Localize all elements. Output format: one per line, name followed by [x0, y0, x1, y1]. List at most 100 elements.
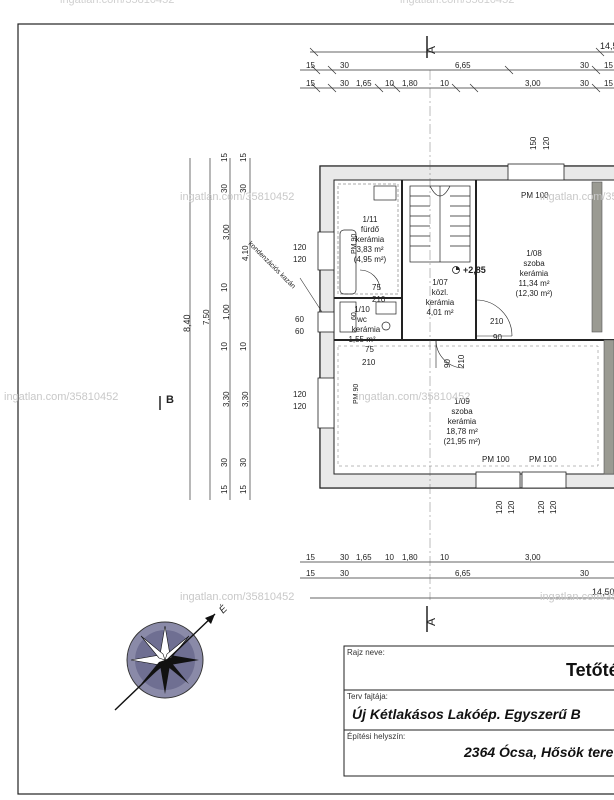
room-1-07-id: 1/07	[432, 278, 448, 287]
dim-row2-7: 30	[580, 79, 589, 88]
window-label-left-3: 60	[351, 312, 358, 320]
window-label-left-1: PM 90	[351, 234, 358, 254]
section-b-label: B	[166, 394, 174, 406]
dim-row1-1: 30	[340, 61, 349, 70]
dim-left-col4-1: 30	[239, 458, 248, 467]
room-1-09-area2: (21,95 m²)	[444, 437, 481, 446]
dim-left-col3-0: 15	[220, 485, 229, 494]
watermark-top-right: ingatlan.com/35810452	[400, 0, 515, 6]
dim-row2-4: 1,80	[402, 79, 418, 88]
opening-label-15: 210	[457, 354, 466, 368]
building-walls	[317, 163, 614, 489]
room-1-11-id: 1/11	[363, 215, 379, 224]
dim-row1-3: 30	[580, 61, 589, 70]
opening-label-0: 120	[293, 243, 307, 252]
room-1-09: 1/09 szoba kerámia 18,78 m² (21,95 m²)	[444, 397, 481, 446]
opening-label-5: 120	[293, 402, 307, 411]
dim-left-col3-5: 10	[220, 342, 229, 351]
watermark-5: ingatlan.com/35810452	[180, 591, 294, 603]
left-dimension-lines	[189, 158, 251, 500]
room-1-11-floor: kerámia	[356, 235, 385, 244]
room-1-10: 1/10 wc kerámia 1,55 m²	[348, 305, 380, 344]
window-label-top: PM 100	[521, 191, 549, 200]
dim-row1-0: 15	[306, 61, 315, 70]
bottom-window-dim-2: 120	[537, 500, 546, 514]
opening-label-14: 90	[443, 359, 452, 368]
svg-text:É: É	[216, 602, 230, 616]
title-block-site-label: Építési helyszín:	[347, 732, 406, 741]
dim-row2-2: 1,65	[356, 79, 372, 88]
dim-left-col4-4: 3,30	[241, 391, 250, 407]
dim-bottom-row1-3: 30	[580, 569, 589, 578]
dim-row2-6: 3,00	[525, 79, 541, 88]
dim-bottom-row2-2: 1,65	[356, 553, 372, 562]
room-1-10-id: 1/10	[354, 305, 370, 314]
dim-row1-4: 15	[604, 61, 613, 70]
watermark-4: ingatlan.com/35810452	[356, 391, 470, 403]
opening-label-11: 210	[372, 295, 386, 304]
dim-left-col3-6: 3,30	[222, 391, 231, 407]
room-1-11-area2: (4,95 m²)	[354, 255, 387, 264]
dim-left-col3-1: 30	[220, 458, 229, 467]
window-label-left-2: PM 90	[353, 384, 360, 404]
dim-row2: 15 30 1,65 10 1,80 10 3,00 30 15	[306, 79, 613, 88]
room-1-09-id: 1/09	[454, 397, 470, 406]
dim-row2-8: 15	[604, 79, 613, 88]
watermark-top-left: ingatlan.com/35810452	[60, 0, 175, 6]
room-1-10-floor: kerámia	[352, 325, 381, 334]
dim-left-col4-6: 15	[239, 153, 248, 162]
opening-label-12: 75	[365, 345, 374, 354]
watermark-3: ingatlan.com/35810452	[4, 391, 118, 403]
dim-bottom-row1-1: 30	[340, 569, 349, 578]
top-dimension-lines	[300, 47, 614, 93]
dim-bottom-row2-5: 10	[440, 553, 449, 562]
opening-label-6: 150	[529, 136, 538, 150]
bottom-dimension-lines	[300, 561, 614, 599]
dim-bottom-row2-3: 10	[385, 553, 394, 562]
room-1-11: 1/11 fürdő kerámia 3,83 m² (4,95 m²)	[354, 215, 387, 264]
boiler-leader	[299, 277, 323, 313]
opening-label-9: 210	[490, 317, 504, 326]
dim-row2-0: 15	[306, 79, 315, 88]
dim-bottom-row2-6: 3,00	[525, 553, 541, 562]
title-block-drawing-name: Tetőté	[566, 660, 614, 680]
bottom-window-dims: 120 120 120 120	[495, 500, 558, 514]
opening-label-8: 90	[493, 333, 502, 342]
room-1-11-name: fürdő	[361, 225, 380, 234]
level-marker: +2,85	[452, 265, 486, 275]
window-label-bottom-1: PM 100	[482, 455, 510, 464]
dim-row1: 15 30 6,65 30 15	[306, 61, 613, 70]
dim-left-col3-3: 10	[220, 283, 229, 292]
dim-top-total: 14,50	[600, 41, 614, 51]
sheet-frame	[17, 23, 614, 795]
dim-bottom-row2-1: 30	[340, 553, 349, 562]
dim-bottom-row2: 15 30 1,65 10 1,80 10 3,00	[306, 553, 541, 562]
section-a-label-top: A	[424, 46, 438, 54]
opening-label-2: 60	[295, 315, 304, 324]
dim-bottom-row1: 15 30 6,65 30	[306, 569, 589, 578]
bottom-window-dim-1: 120	[507, 500, 516, 514]
room-1-09-area: 18,78 m²	[446, 427, 478, 436]
opening-label-13: 210	[362, 358, 376, 367]
staircase	[409, 185, 471, 263]
room-1-08-area2: (12,30 m²)	[516, 289, 553, 298]
compass-rose-icon: É	[114, 602, 230, 711]
dim-bottom-row1-2: 6,65	[455, 569, 471, 578]
room-1-11-area: 3,83 m²	[356, 245, 383, 254]
dim-left-col2: 7,50	[202, 309, 211, 325]
dim-bottom-row1-0: 15	[306, 569, 315, 578]
room-1-09-name: szoba	[451, 407, 473, 416]
room-1-08-id: 1/08	[526, 249, 542, 258]
dim-left-col3-7: 30	[220, 184, 229, 193]
boiler-label: kondenzációs kazán	[247, 240, 297, 290]
room-1-08: 1/08 szoba kerámia 11,34 m² (12,30 m²)	[516, 249, 553, 298]
bath-fixtures	[339, 185, 397, 333]
dim-left-col4: 15 30 4,10 10 3,30 30 15	[239, 153, 250, 494]
title-block-plan-type-label: Terv fajtája:	[347, 692, 388, 701]
dim-left-col3-8: 15	[220, 153, 229, 162]
section-b-left: B	[159, 394, 174, 410]
dim-left-col4-2: 4,10	[241, 245, 250, 261]
dim-row2-1: 30	[340, 79, 349, 88]
room-1-10-name: wc	[356, 315, 367, 324]
title-block-drawing-name-label: Rajz neve:	[347, 648, 385, 657]
